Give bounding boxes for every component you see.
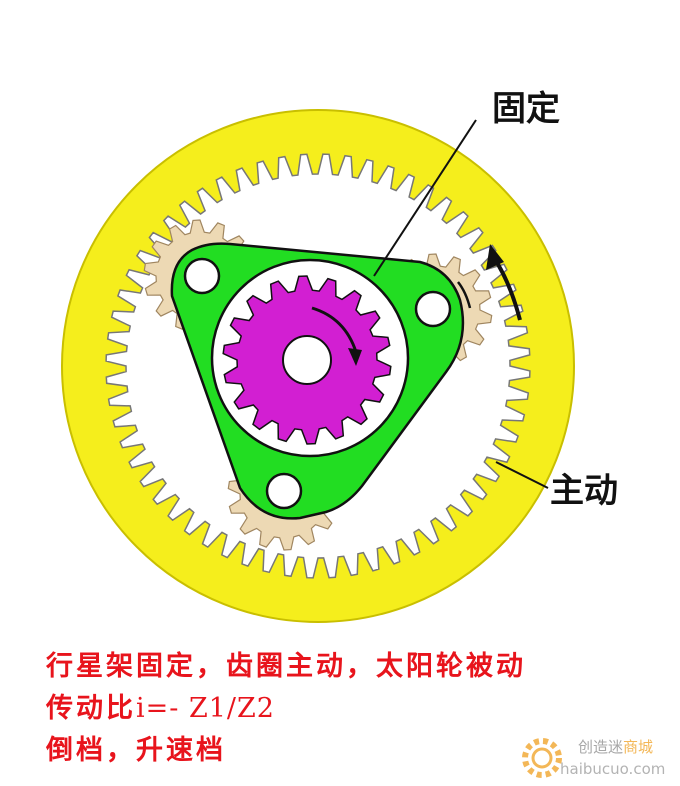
watermark-brand: 创造迷商城: [578, 738, 654, 756]
fixed-leader-line: [373, 119, 477, 277]
caption-line-1: 行星架固定，齿圈主动，太阳轮被动: [46, 651, 526, 682]
label-fixed: 固定: [492, 89, 560, 129]
carrier-hole-left: [183, 257, 221, 295]
carrier-hole-right: [414, 290, 452, 328]
watermark-url: haibucuo.com: [560, 760, 666, 778]
gear-logo-icon: [522, 738, 562, 778]
caption-line-2: 传动比i=- Z1/Z2: [46, 686, 275, 725]
ring-rotation-arrowhead: [486, 244, 504, 270]
sun-gear: [222, 275, 392, 445]
caption-line-3: 倒档，升速档: [46, 735, 226, 766]
caption-ratio-prefix: 传动比: [46, 693, 136, 724]
caption-ratio-formula: i=- Z1/Z2: [136, 693, 275, 724]
sun-rotation-arrowhead: [348, 348, 362, 366]
sun-rotation-arrow: [311, 306, 358, 353]
sun-gear-hub: [282, 335, 332, 385]
carrier-hole-bottom: [265, 472, 303, 510]
planet-rotation-arrow: [457, 281, 472, 309]
watermark: 创造迷商城 haibucuo.com: [520, 734, 680, 784]
driving-leader-line: [495, 461, 549, 489]
label-driving: 主动: [550, 471, 618, 511]
